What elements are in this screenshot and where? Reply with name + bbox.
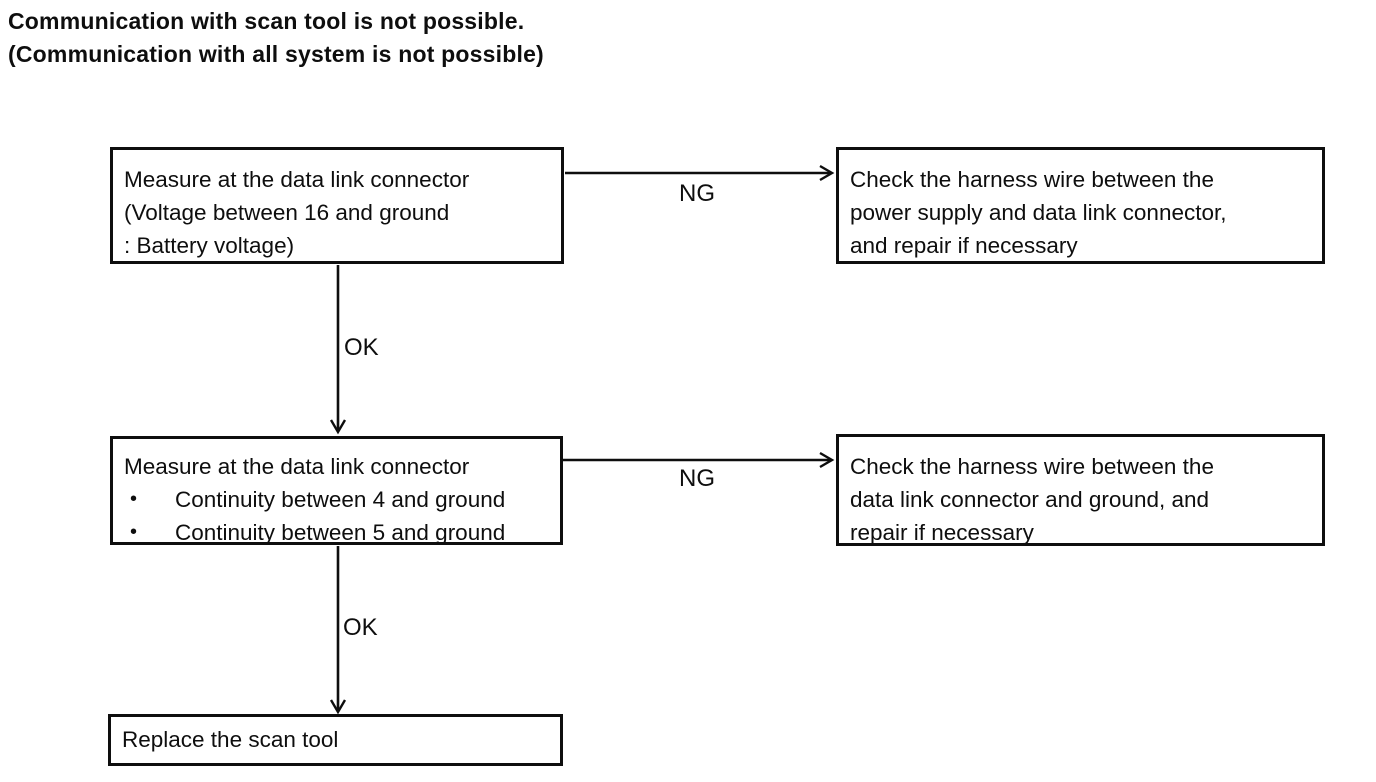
node-measure-voltage-line-3: : Battery voltage) — [124, 233, 295, 258]
edge-label-ng-middle: NG — [679, 465, 715, 492]
bullet-icon: • — [130, 521, 138, 543]
bullet-icon: • — [130, 488, 138, 510]
node-measure-voltage-line-2: (Voltage between 16 and ground — [124, 200, 450, 225]
edge-label-ng-top: NG — [679, 180, 715, 207]
node-check-ground-harness-line-3: repair if necessary — [850, 520, 1034, 545]
node-measure-continuity-bullet-line-1: • Continuity between 4 and ground — [124, 483, 550, 516]
title-line-1: Communication with scan tool is not poss… — [8, 8, 525, 34]
page-title: Communication with scan tool is not poss… — [8, 5, 544, 71]
node-measure-voltage-line-1: Measure at the data link connector — [124, 167, 470, 192]
edge-label-ok-top: OK — [344, 334, 379, 361]
node-check-power-harness-line-1: Check the harness wire between the — [850, 167, 1214, 192]
node-check-power-harness-line-3: and repair if necessary — [850, 233, 1078, 258]
node-check-ground-harness-line-1: Check the harness wire between the — [850, 454, 1214, 479]
title-line-2: (Communication with all system is not po… — [8, 41, 544, 67]
node-replace-scan-tool-line-1: Replace the scan tool — [122, 727, 339, 752]
node-measure-continuity-bullet-text-1: Continuity between 4 and ground — [175, 487, 506, 512]
node-check-ground-harness: Check the harness wire between the data … — [836, 434, 1325, 546]
node-check-power-harness: Check the harness wire between the power… — [836, 147, 1325, 264]
node-measure-voltage: Measure at the data link connector (Volt… — [110, 147, 564, 264]
node-measure-continuity: Measure at the data link connector • Con… — [110, 436, 563, 545]
node-check-power-harness-line-2: power supply and data link connector, — [850, 200, 1227, 225]
node-measure-continuity-line-1: Measure at the data link connector — [124, 454, 470, 479]
node-measure-continuity-bullet-line-2: • Continuity between 5 and ground — [124, 516, 550, 549]
node-measure-continuity-bullet-text-2: Continuity between 5 and ground — [175, 520, 506, 545]
node-replace-scan-tool: Replace the scan tool — [108, 714, 563, 766]
edge-label-ok-middle: OK — [343, 614, 378, 641]
node-check-ground-harness-line-2: data link connector and ground, and — [850, 487, 1210, 512]
